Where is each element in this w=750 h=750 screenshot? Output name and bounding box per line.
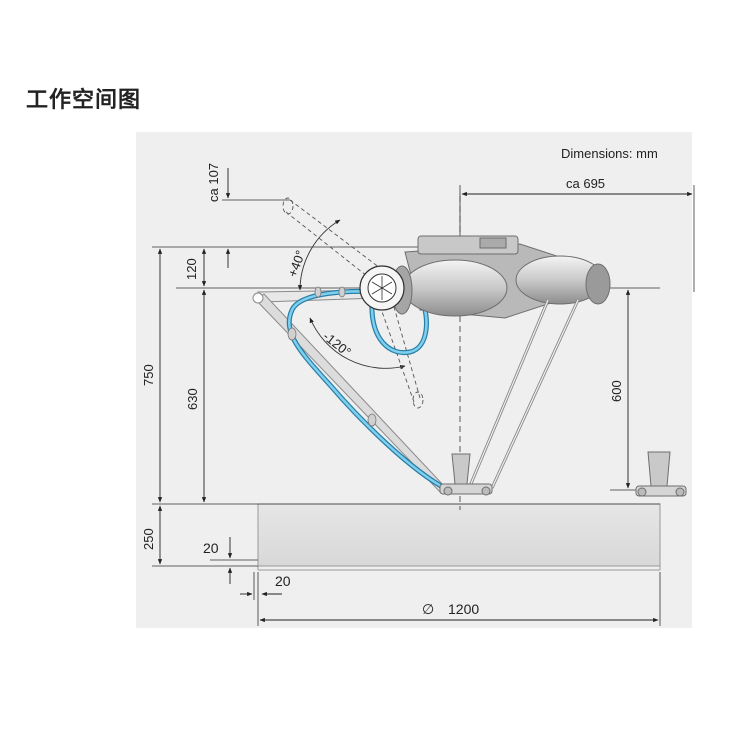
swing-arc-up [297, 219, 341, 291]
upper-offset-label: 120 [184, 258, 199, 280]
diameter-label: 1200 [448, 601, 479, 617]
robot-body [391, 235, 611, 319]
angle-down-label: -120° [320, 329, 354, 360]
arm-height-label: 630 [185, 388, 200, 410]
end-effector [439, 453, 493, 496]
parallel-rods [468, 299, 580, 489]
units-note: Dimensions: mm [561, 146, 658, 161]
arm-pivot-hub [359, 265, 405, 311]
page-title: 工作空间图 [26, 88, 142, 113]
gap-horizontal-label: 20 [275, 573, 291, 589]
end-effector-right-position [635, 451, 687, 497]
total-height-label: 750 [141, 364, 156, 386]
work-height-label: 600 [609, 380, 624, 402]
left-parallel-arm [252, 289, 447, 493]
conveyor-base [257, 503, 661, 567]
base-height-label: 250 [141, 528, 156, 550]
upper-arm-raised-ghost [282, 197, 381, 281]
diameter-symbol: ∅ [422, 601, 434, 617]
reach-label: ca 695 [566, 176, 605, 191]
top-clearance-label: ca 107 [206, 163, 221, 202]
swing-arc-down [309, 317, 406, 370]
gap-vertical-label: 20 [203, 540, 219, 556]
